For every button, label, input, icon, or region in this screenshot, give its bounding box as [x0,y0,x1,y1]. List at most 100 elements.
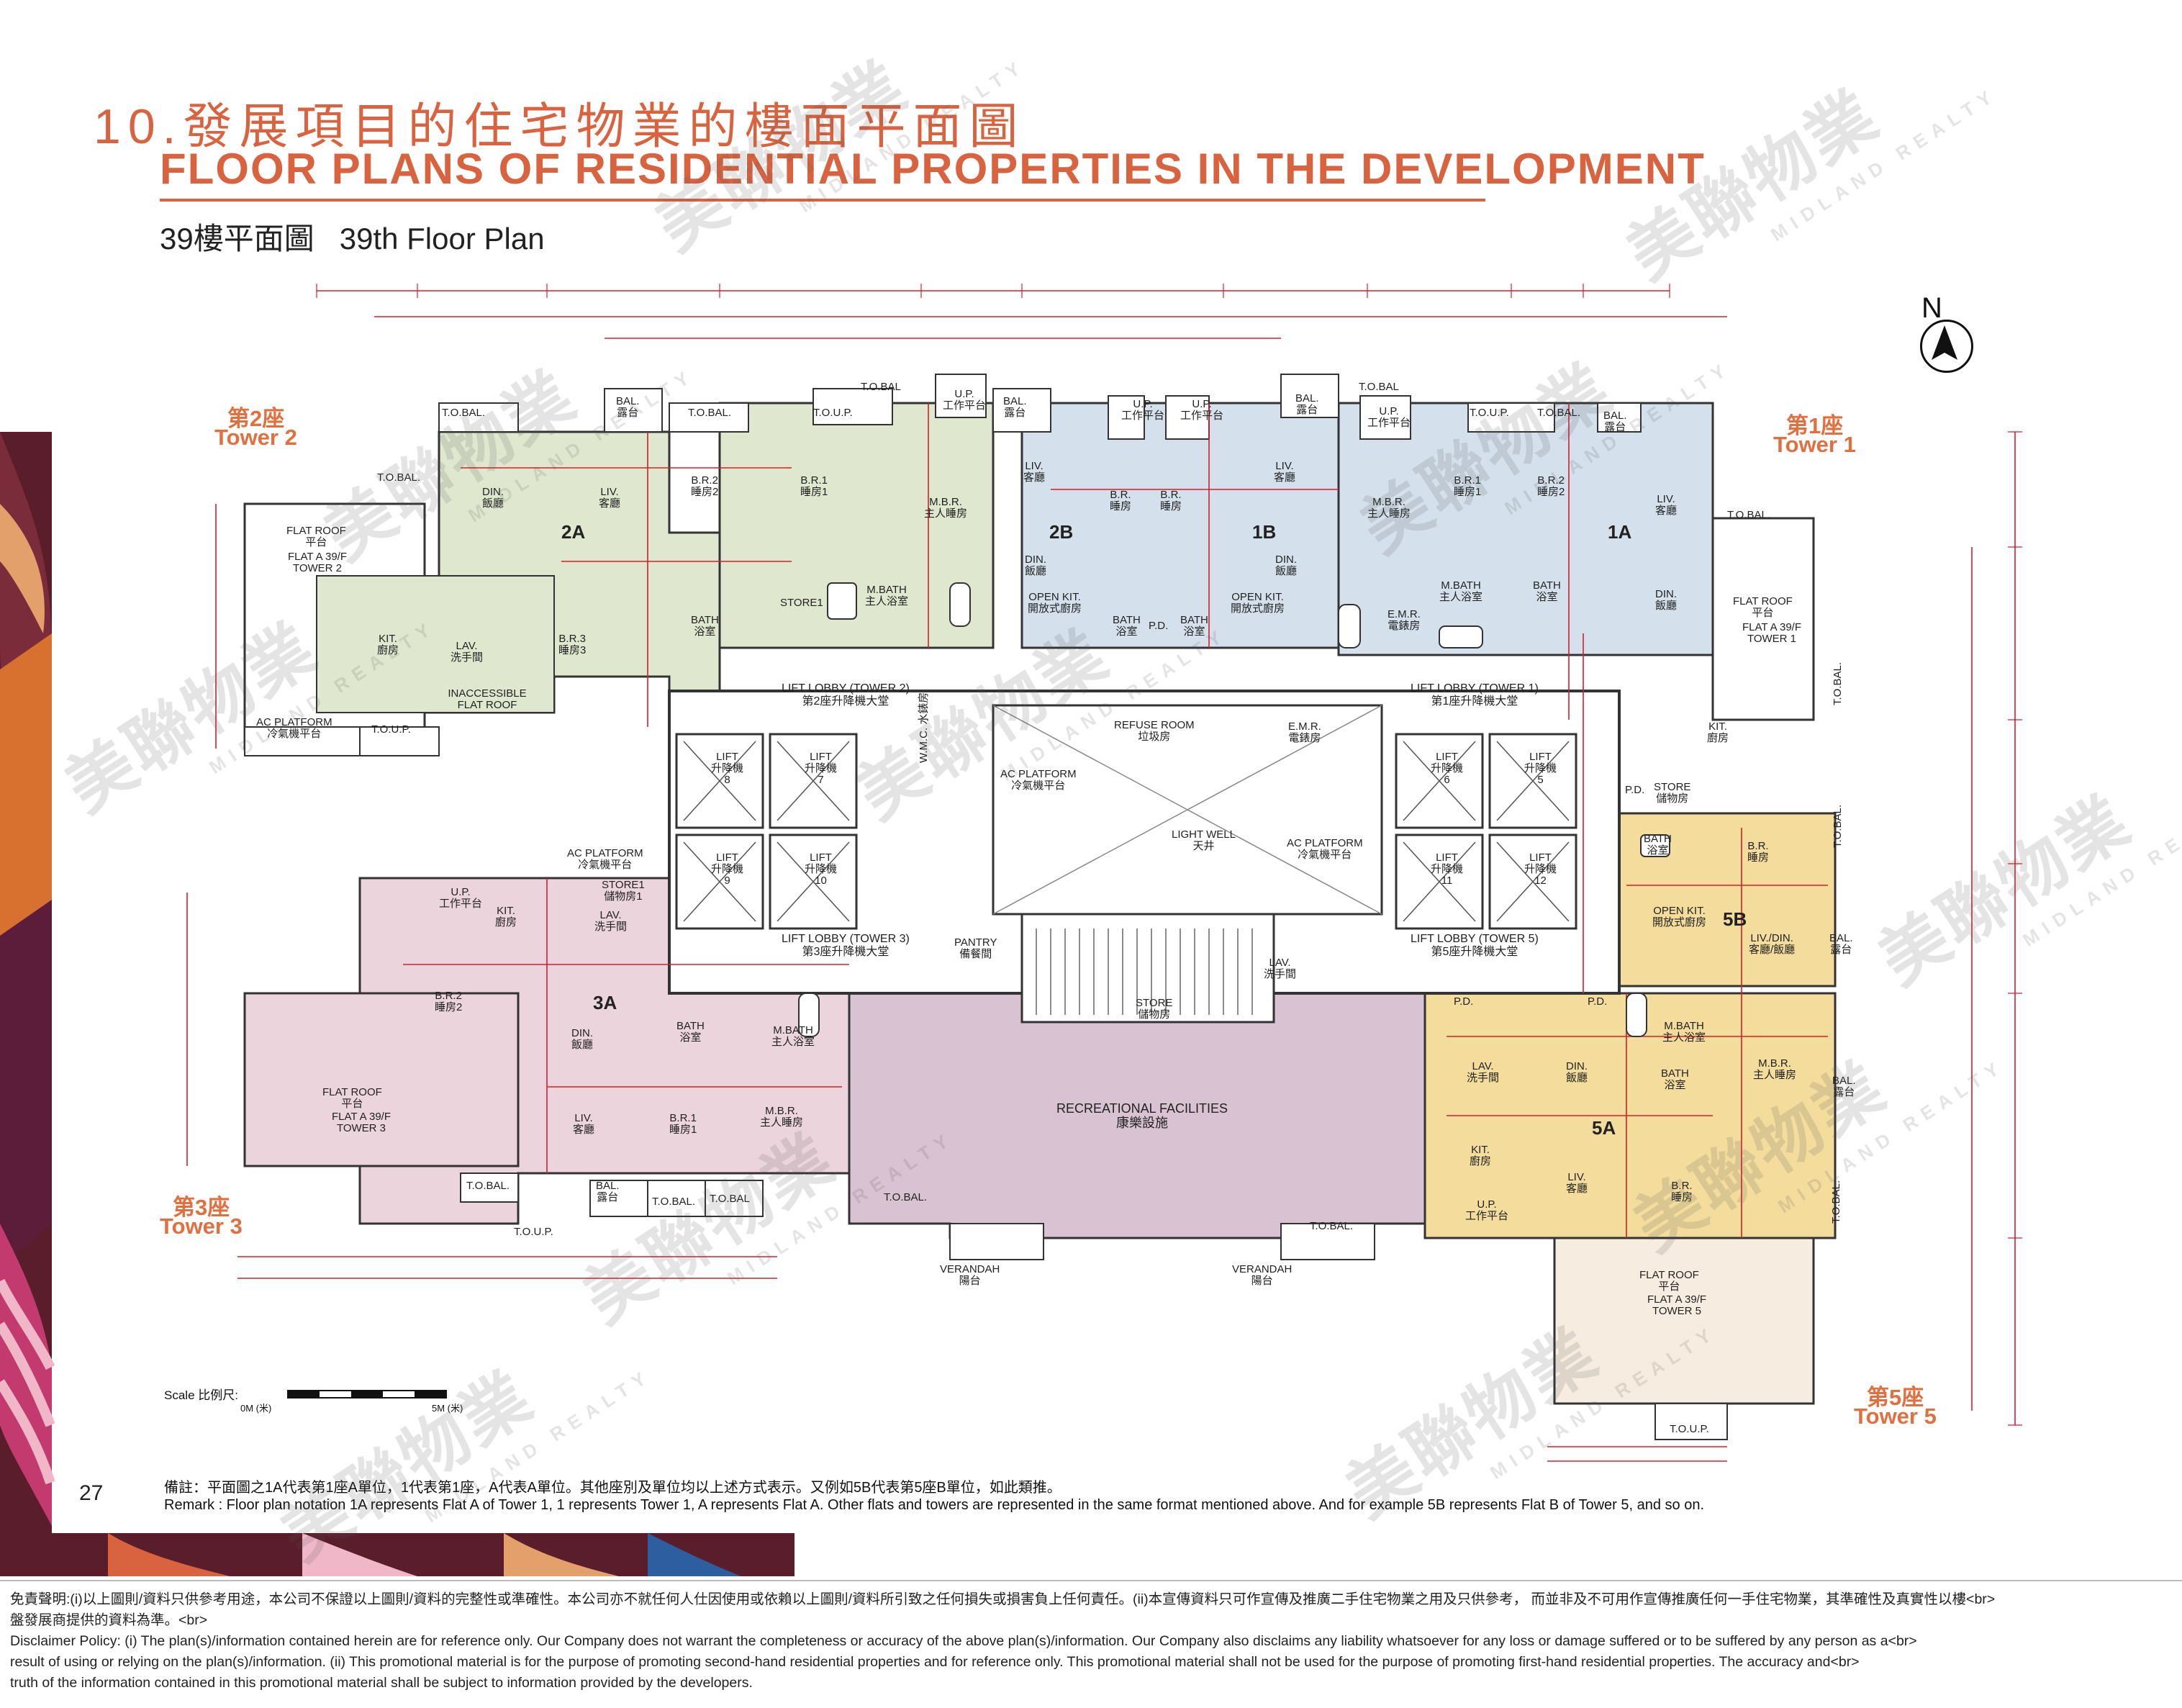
scale-label: Scale 比例尺: [164,1388,238,1402]
flat-2b-area [718,402,995,649]
room-label: LIV./DIN.客廳/飯廳 [1749,932,1796,956]
room-label: E.M.R.電錶房 [1387,608,1421,632]
remark-chinese: 備註：平面圖之1A代表第1座A單位，1代表第1座，A代表A單位。其他座別及單位均… [164,1480,1061,1496]
lobby-label-tower3: LIFT LOBBY (TOWER 3)第3座升降機大堂 [782,933,910,958]
room-label: T.O.BAL. [688,407,732,419]
room-label: T.O.BAL [1359,381,1399,393]
room-label: FLAT A 39/F TOWER 5 [1647,1293,1706,1317]
room-label: BAL.露台 [1295,392,1319,416]
tower5-label-zh: 第5座 [1867,1385,1924,1410]
disclaimer-line: truth of the information contained in th… [10,1675,753,1691]
floor-plan-subtitle: 39樓平面圖 39th Floor Plan [160,222,545,256]
room-label: STORE1 [780,597,823,609]
tower3-flat-roof [243,992,520,1167]
north-label: N [1921,292,1942,324]
room-label: B.R.睡房 [1110,489,1132,512]
title-divider [160,199,1485,202]
lobby-label-tower1: LIFT LOBBY (TOWER 1)第1座升降機大堂 [1411,682,1539,708]
room-label: LIV.客廳 [599,486,621,510]
north-arrow-icon [1920,320,1973,373]
room-label: T.O.BAL. [377,471,421,484]
room-label: BAL.露台 [1603,410,1627,433]
disclaimer-line: 盤發展商提供的資料為準。<br> [10,1612,208,1628]
room-label: P.D. [1149,620,1169,632]
room-label: INACCESSIBLE FLAT ROOF [448,687,527,711]
room-label: T.O.U.P. [371,723,411,736]
flat-label-1b: 1B [1252,521,1277,543]
scale-zero-label: 0M (米) [240,1403,272,1414]
tower3-label-zh: 第3座 [173,1195,230,1220]
room-label: M.B.R.主人睡房 [924,496,968,520]
room-label: T.O.U.P. [514,1226,553,1238]
room-label: DIN.飯廳 [482,486,504,510]
tower2-kitchen-area [316,575,555,713]
room-label: LIV.客廳 [1655,493,1678,517]
lobby-label-tower2: LIFT LOBBY (TOWER 2)第2座升降機大堂 [782,682,910,708]
room-label: FLAT A 39/F TOWER 3 [332,1111,391,1134]
room-label: M.B.R.主人睡房 [1367,496,1411,520]
stair-block [1020,913,1275,1024]
room-label: T.O.BAL. [1832,661,1844,705]
room-label: P.D. [1588,995,1608,1008]
tower1-label-en: Tower 1 [1773,432,1856,457]
room-label: B.R.睡房 [1160,489,1182,512]
flat-label-1a: 1A [1608,521,1632,543]
room-label: P.D. [1625,784,1645,796]
room-label: DIN.飯廳 [1655,588,1678,612]
room-label: M.B.R.主人睡房 [1753,1057,1797,1081]
room-label: U.P.工作平台 [439,886,483,910]
room-label: T.O.BAL. [466,1180,510,1192]
disclaimer-line: Disclaimer Policy: (i) The plan(s)/infor… [10,1633,1917,1649]
flat-label-5b: 5B [1723,908,1747,930]
tower5-flat-roof [1553,1237,1815,1405]
room-label: LAV.洗手間 [1264,957,1297,980]
room-label: B.R.睡房 [1671,1180,1693,1203]
room-label: KIT.廚房 [1707,720,1729,744]
remark-english: Remark : Floor plan notation 1A represen… [164,1497,1705,1513]
room-label: DIN.飯廳 [1275,553,1298,577]
room-label: T.O.BAL. [442,407,486,419]
room-label: U.P.工作平台 [1180,398,1224,422]
room-label: T.O.BAL. [1830,1180,1842,1224]
page-title-english: FLOOR PLANS OF RESIDENTIAL PROPERTIES IN… [160,145,1706,193]
room-label: BAL.露台 [596,1180,620,1203]
tower1-flat-roof [1711,517,1815,721]
room-label: DIN.飯廳 [571,1027,594,1051]
scale-five-label: 5M (米) [432,1403,463,1414]
room-label: E.M.R.電錶房 [1288,720,1321,744]
title-zh-text: 發展項目的住宅物業的樓面平面圖 [183,99,1026,154]
section-number: 10. [94,99,184,154]
room-label: T.O.BAL [710,1193,750,1205]
room-label: T.O.U.P. [1470,407,1509,419]
lobby-label-tower5: LIFT LOBBY (TOWER 5)第5座升降機大堂 [1411,933,1539,958]
page-title-chinese: 10.發展項目的住宅物業的樓面平面圖 [94,86,1026,158]
